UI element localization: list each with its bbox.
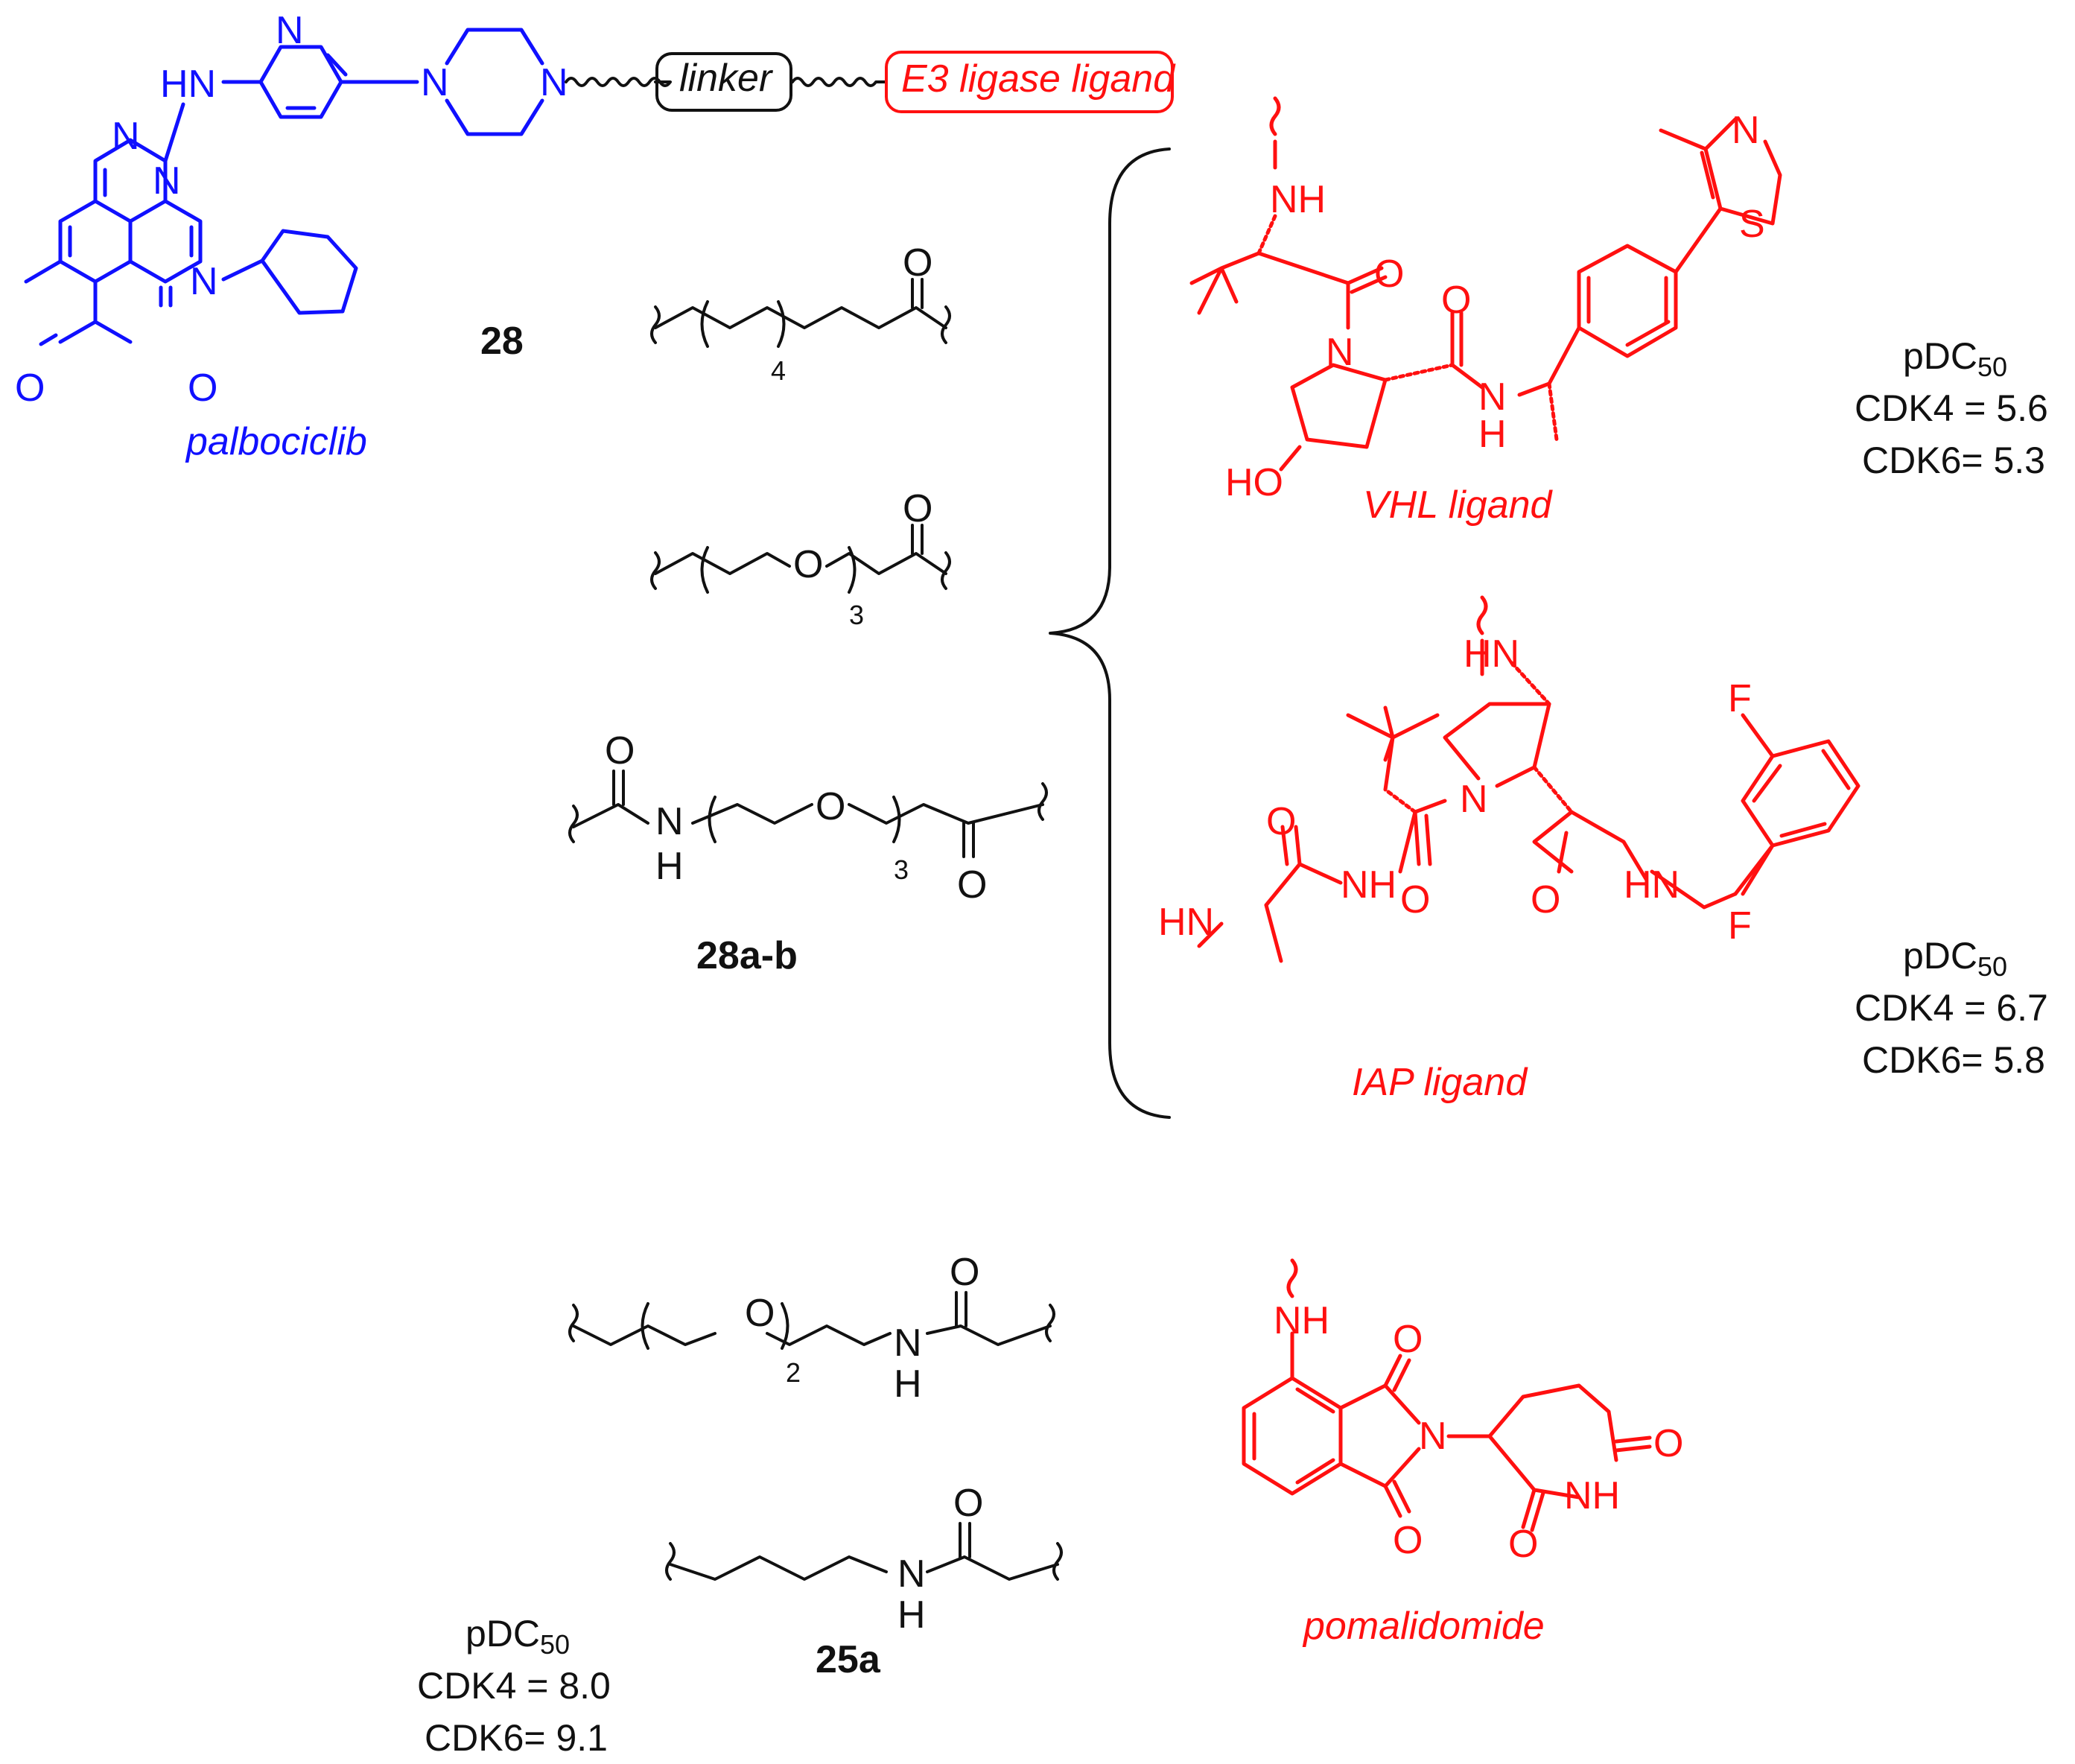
atom-o: O: [605, 729, 635, 772]
pomalidomide-caption: pomalidomide: [1302, 1605, 1545, 1648]
pdc50-title: pDC50: [465, 1613, 570, 1660]
atom-o: O: [1531, 878, 1560, 921]
e3-ligase-box: [885, 51, 1174, 113]
atom-f: F: [1728, 904, 1752, 948]
atom-n: N: [1460, 778, 1488, 821]
atom-n: N: [897, 1552, 926, 1596]
atom-n: N: [1478, 375, 1507, 419]
palbociclib-caption: palbociclib: [185, 420, 367, 463]
atom-hn: HN: [1464, 632, 1519, 676]
atom-hn: HN: [1624, 863, 1680, 907]
atom-nh: NH: [1274, 1299, 1329, 1342]
atom-o: O: [1374, 253, 1404, 296]
atom-o: O: [1653, 1422, 1683, 1465]
atom-o: O: [816, 785, 845, 828]
atom-nh: NH: [1341, 863, 1396, 907]
atom-o: O: [1508, 1523, 1538, 1566]
atom-o: O: [903, 487, 932, 530]
atom-o: O: [950, 1251, 979, 1294]
atom-h: H: [1478, 413, 1507, 456]
grouping-brace: [1049, 147, 1171, 1119]
atom-hn: HN: [1158, 901, 1214, 944]
atom-n: N: [1419, 1415, 1447, 1458]
atom-h: H: [897, 1593, 926, 1637]
linker-alkyl: O 4: [650, 241, 951, 386]
atom-hn: HN: [160, 63, 216, 106]
compound-25a-label: 25a: [816, 1638, 881, 1681]
compound-28-label: 28: [480, 320, 524, 363]
linker-peg3-acetyl: O O 3: [650, 487, 951, 630]
atom-o: O: [1400, 878, 1430, 921]
cdk6-value: CDK6= 5.8: [1862, 1039, 2045, 1081]
atom-o: O: [957, 863, 987, 907]
atom-nh: NH: [1564, 1474, 1620, 1517]
atom-o: O: [745, 1292, 775, 1335]
atom-o: O: [1266, 800, 1296, 843]
cdk4-value: CDK4 = 5.6: [1855, 387, 2048, 429]
atom-n: N: [540, 61, 568, 104]
atom-o: O: [903, 241, 932, 285]
vhl-caption: VHL ligand: [1363, 483, 1554, 527]
atom-h: H: [894, 1362, 922, 1406]
linker-box-label: linker: [679, 57, 774, 100]
pomalidomide-activity: pDC50 CDK4 = 8.0 CDK6= 9.1: [417, 1613, 611, 1759]
atom-n: N: [112, 115, 140, 158]
atom-o: O: [953, 1482, 983, 1525]
repeat-count: 4: [771, 355, 786, 386]
iap-activity: pDC50 CDK4 = 6.7 CDK6= 5.8: [1855, 935, 2048, 1081]
atom-o: O: [1393, 1318, 1423, 1361]
atom-n: N: [421, 61, 449, 104]
repeat-count: 3: [849, 600, 864, 630]
pdc50-title: pDC50: [1903, 335, 2007, 382]
atom-o: O: [15, 367, 45, 410]
atom-o: O: [1441, 279, 1471, 322]
atom-f: F: [1728, 677, 1752, 720]
pdc50-title: pDC50: [1903, 935, 2007, 982]
cdk6-value: CDK6= 9.1: [425, 1717, 608, 1759]
iap-ligand-structure: HN N O NH O O HN HN F F IAP ligand: [1158, 595, 1860, 1104]
atom-n: N: [153, 159, 181, 203]
linker-amide-peg3: O N H O O 3: [568, 729, 1048, 907]
atom-n: N: [655, 800, 684, 843]
linker-butyl-amide: O N H: [665, 1482, 1063, 1637]
atom-n: N: [1326, 331, 1354, 374]
atom-s: S: [1739, 203, 1765, 246]
atom-o: O: [188, 367, 217, 410]
vhl-activity: pDC50 CDK4 = 5.6 CDK6= 5.3: [1855, 335, 2048, 481]
e3-ligase-box-label: E3 ligase ligand: [901, 57, 1176, 101]
atom-o: O: [793, 543, 823, 586]
palbociclib-structure: N N N HN N N N O O palbociclib: [15, 9, 568, 463]
atom-n: N: [190, 260, 218, 303]
generic-protac-header: linker E3 ligase ligand: [565, 51, 1176, 113]
iap-caption: IAP ligand: [1352, 1061, 1528, 1104]
atom-n: N: [276, 9, 304, 52]
compound-28ab-label: 28a-b: [696, 934, 798, 977]
atom-h: H: [655, 845, 684, 888]
vhl-ligand-structure: NH O N O N H HO N S VHL ligand: [1189, 96, 1782, 527]
cdk6-value: CDK6= 5.3: [1862, 440, 2045, 481]
atom-nh: NH: [1270, 178, 1326, 221]
repeat-count: 2: [786, 1357, 801, 1388]
atom-n: N: [1732, 109, 1760, 152]
atom-o: O: [1393, 1519, 1423, 1562]
linker-peg2-amide: O O N H 2: [568, 1251, 1055, 1406]
cdk4-value: CDK4 = 8.0: [417, 1665, 611, 1707]
pomalidomide-structure: NH O N O O NH O pomalidomide: [1242, 1258, 1683, 1648]
atom-n: N: [894, 1322, 922, 1365]
repeat-count: 3: [894, 854, 909, 885]
cdk4-value: CDK4 = 6.7: [1855, 987, 2048, 1029]
atom-ho: HO: [1225, 461, 1283, 504]
